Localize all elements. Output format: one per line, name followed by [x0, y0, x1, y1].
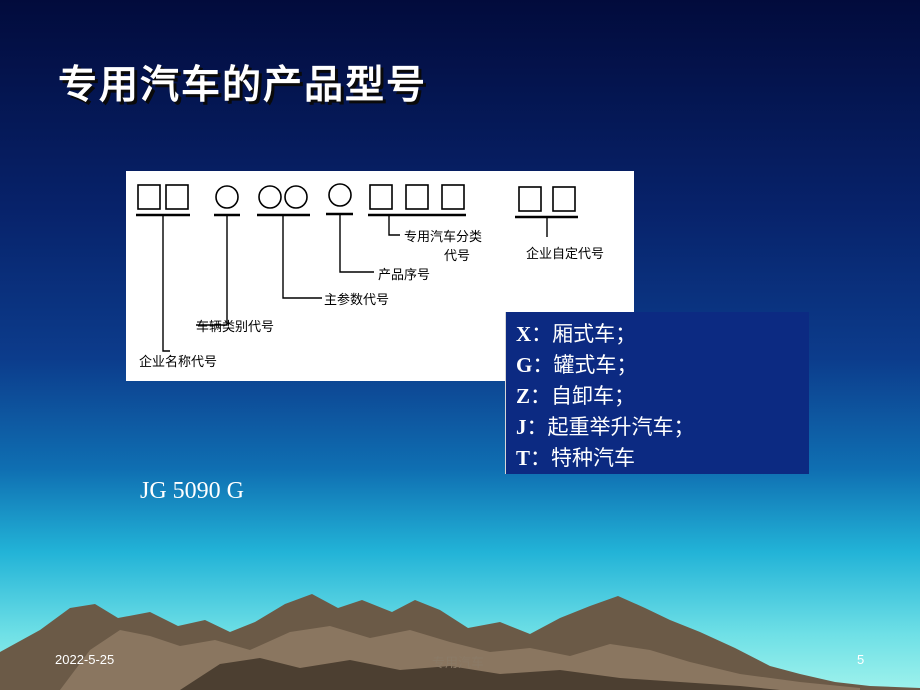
legend-item-t: T：特种汽车 — [516, 446, 636, 470]
label-special-category-code: 代号 — [444, 249, 470, 264]
legend-item-x: X：厢式车； — [516, 322, 637, 346]
enterprise-name-box-1 — [137, 184, 161, 210]
vehicle-type-circle — [215, 185, 239, 209]
slide-title: 专用汽车的产品型号 — [58, 63, 428, 108]
product-serial-circle — [328, 183, 352, 207]
main-param-circle-2 — [284, 185, 308, 209]
legend-item-j: J：起重举升汽车； — [516, 415, 695, 439]
label-special-category: 专用汽车分类 — [404, 229, 482, 245]
legend-item-g: G：罐式车； — [516, 353, 638, 377]
label-enterprise-name: 企业名称代号 — [139, 354, 217, 370]
label-vehicle-type: 车辆类别代号 — [196, 319, 274, 335]
enterprise-name-box-2 — [165, 184, 189, 210]
label-main-param: 主参数代号 — [324, 292, 389, 308]
model-structure-diagram: 专用汽车分类 代号 企业自定代号 产品序号 主参数代号 车辆类别代号 企业名称代… — [126, 171, 634, 381]
category-code-legend: X：厢式车； G：罐式车； Z：自卸车； J：起重举升汽车； T：特种汽车 — [505, 312, 809, 474]
legend-item-z: Z：自卸车； — [516, 384, 636, 408]
footer-title: 专用汽车 — [432, 656, 485, 671]
special-category-box-1 — [369, 184, 393, 210]
footer-date: 2022-5-25 — [55, 652, 115, 667]
enterprise-custom-box-2 — [552, 186, 576, 212]
page-number: 5 — [857, 652, 865, 667]
label-product-serial: 产品序号 — [378, 268, 430, 283]
special-category-box-3 — [441, 184, 465, 210]
example-model-code: JG 5090 G — [140, 478, 245, 504]
main-param-circle-1 — [258, 185, 282, 209]
mountain-range-decoration — [0, 594, 920, 690]
label-enterprise-custom: 企业自定代号 — [526, 246, 604, 262]
enterprise-custom-box-1 — [518, 186, 542, 212]
special-category-box-2 — [405, 184, 429, 210]
